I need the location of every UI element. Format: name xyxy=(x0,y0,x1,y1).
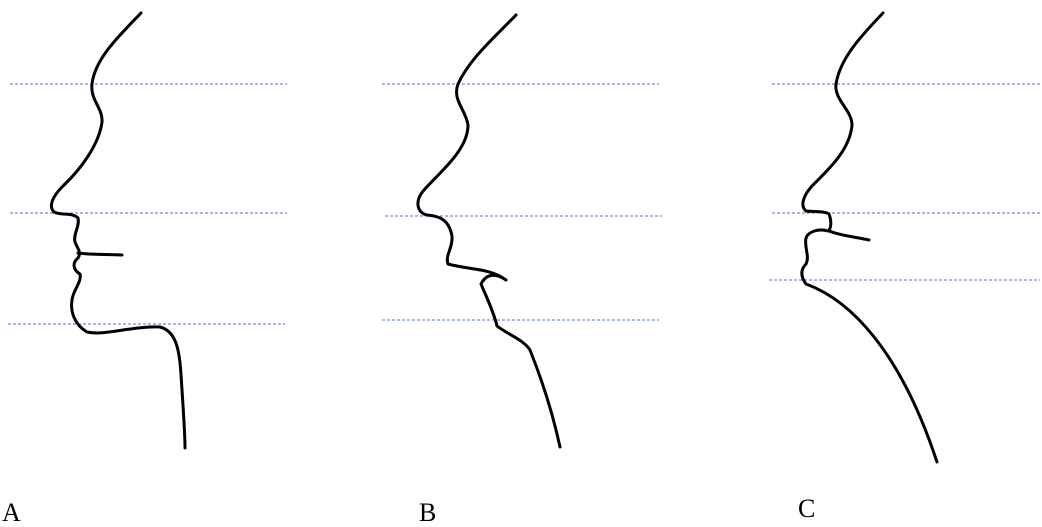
panel-c-face-profile xyxy=(800,11,939,464)
panel-a-label: A xyxy=(2,498,21,527)
panel-b: B xyxy=(382,13,662,527)
panel-c-lip-line xyxy=(827,229,871,242)
panel-c: C xyxy=(769,11,1040,523)
panel-b-face-profile xyxy=(416,13,562,449)
panel-c-label: C xyxy=(798,494,815,523)
panel-a: A xyxy=(2,11,287,527)
panel-a-lip-line xyxy=(76,251,124,257)
panel-a-face-profile xyxy=(49,11,187,450)
panel-b-label: B xyxy=(419,498,436,527)
